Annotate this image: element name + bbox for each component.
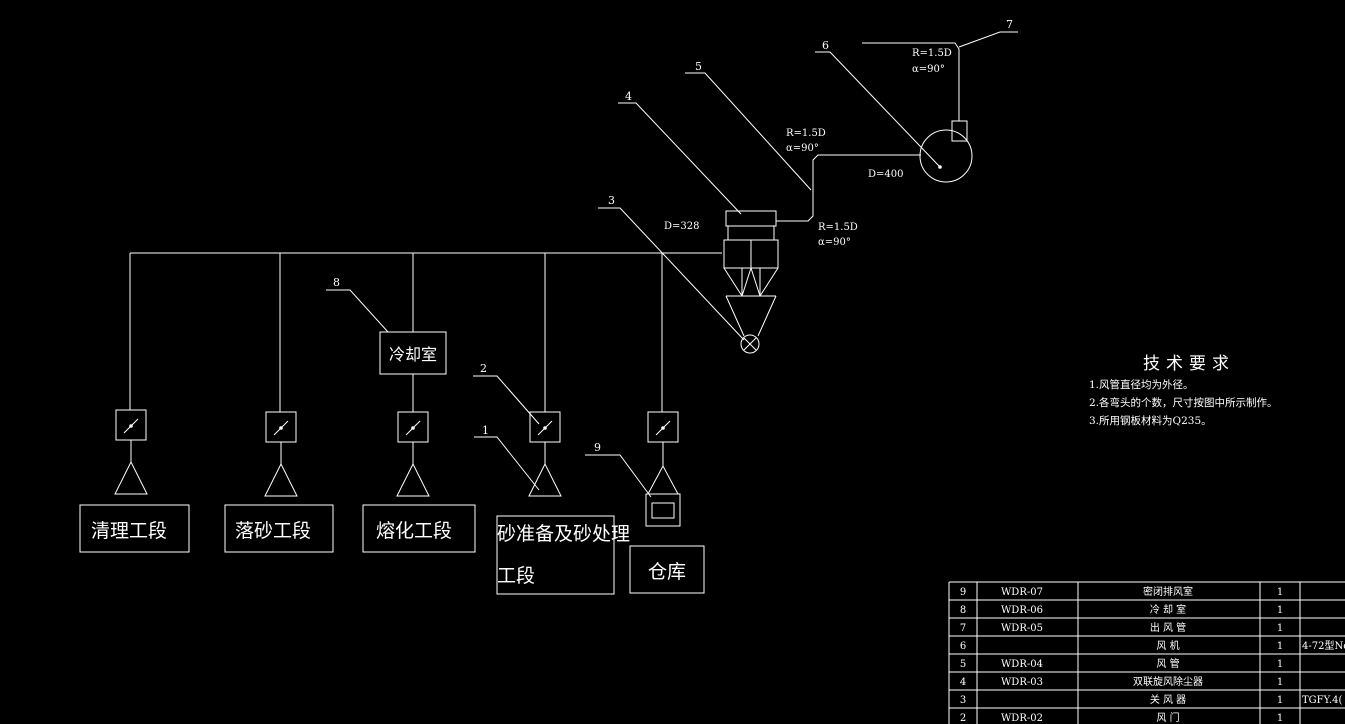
enclosed-exhaust-hood [647,464,679,495]
station-warehouse-label: 仓库 [648,561,686,583]
tech-req-item: 3.所用钢板材料为Q235。 [1089,414,1212,427]
row-no: 4 [960,677,966,688]
damper-valve [647,411,679,443]
damper-valve [529,411,561,443]
damper-valves [115,409,679,443]
row-name: 出 风 管 [1150,621,1186,634]
parts-table: 9 WDR-07 密闭排风室 1 8 WDR-06 冷 却 室 1 7 WDR-… [948,581,1345,724]
dim-bend-a-angle: α=90° [786,143,819,154]
tech-req-item: 1.风管直径均为外径。 [1089,378,1194,391]
row-code: WDR-05 [1001,623,1043,634]
table-row: 8 WDR-06 冷 却 室 1 [960,603,1283,616]
duct-network [129,252,722,412]
dim-d-main: D=328 [664,221,699,232]
row-code: WDR-07 [1001,587,1043,598]
row-qty: 1 [1277,713,1283,724]
station-melting-label: 熔化工段 [376,520,452,542]
callout-numbers: 2 1 8 9 3 4 5 6 7 [333,18,1013,454]
callout-9: 9 [594,441,601,454]
row-no: 3 [960,695,966,706]
hood [264,462,298,497]
row-spec: TGFY.4( [1302,695,1342,706]
fan [919,129,973,183]
table-row: 5 WDR-04 风 管 1 [960,657,1283,670]
row-qty: 1 [1277,677,1283,688]
row-qty: 1 [1277,695,1283,706]
callout-8: 8 [333,276,340,289]
table-row: 3 关 风 器 1 TGFY.4( [960,693,1343,706]
damper-valve [265,411,297,443]
station-boxes: 清理工段 落砂工段 熔化工段 砂准备及砂处理 工段 仓库 [79,504,705,595]
fan-duct [776,42,973,222]
row-no: 5 [960,659,966,670]
row-no: 2 [960,713,966,724]
row-name: 风 管 [1156,657,1179,670]
row-no: 7 [960,623,966,634]
table-row: 2 WDR-02 风 门 1 [960,711,1283,724]
table-row: 4 WDR-03 双联旋风除尘器 1 [960,675,1283,688]
row-qty: 1 [1277,587,1283,598]
row-name: 关 风 器 [1150,693,1186,706]
callout-leaders [326,31,1018,498]
hood [396,462,430,497]
row-name: 密闭排风室 [1143,585,1193,598]
dim-bend-c-radius: R=1.5D [912,48,952,59]
table-row: 7 WDR-05 出 风 管 1 [960,621,1283,634]
row-qty: 1 [1277,659,1283,670]
row-name: 风 门 [1156,711,1179,724]
row-qty: 1 [1277,641,1283,652]
cyclone-dust-collector [723,210,779,354]
callout-7: 7 [1006,18,1013,31]
station-cleaning-label: 清理工段 [91,520,167,542]
row-no: 9 [960,587,966,598]
row-no: 6 [960,641,966,652]
technical-requirements: 技术要求 1.风管直径均为外径。 2.各弯头的个数，尺寸按图中所示制作。 3.所… [1089,354,1278,427]
row-code: WDR-03 [1001,677,1043,688]
row-qty: 1 [1277,605,1283,616]
dim-bend-c-angle: α=90° [912,64,945,75]
table-row: 6 风 机 1 4-72型No. [960,639,1345,652]
station-shakeout-label: 落砂工段 [235,520,311,542]
dim-bend-b-angle: α=90° [818,237,851,248]
dim-bend-b-radius: R=1.5D [818,222,858,233]
damper-valve [115,409,147,441]
row-no: 8 [960,605,966,616]
row-code: WDR-04 [1001,659,1043,670]
damper-valve [397,411,429,443]
row-code: WDR-02 [1001,713,1043,724]
station-sand-label-line2: 工段 [497,565,535,587]
dimension-texts: D=328 D=400 R=1.5D α=90° R=1.5D α=90° R=… [664,48,952,248]
station-sand-label-line1: 砂准备及砂处理 [497,523,630,545]
tech-req-item: 2.各弯头的个数，尺寸按图中所示制作。 [1089,396,1278,409]
hood [528,462,562,497]
callout-2: 2 [480,362,487,375]
callout-1: 1 [482,424,489,437]
dim-d-fan: D=400 [868,169,903,180]
table-row: 9 WDR-07 密闭排风室 1 [960,585,1283,598]
row-name: 双联旋风除尘器 [1133,675,1203,688]
hood [114,460,148,495]
tech-req-title: 技术要求 [1143,354,1235,374]
row-code: WDR-06 [1001,605,1043,616]
row-qty: 1 [1277,623,1283,634]
cooling-room: 冷却室 [379,331,447,375]
row-spec: 4-72型No. [1302,639,1345,652]
callout-4: 4 [625,90,632,103]
exhaust-hoods [114,440,681,527]
callout-5: 5 [695,60,702,73]
cooling-room-label: 冷却室 [389,345,437,364]
dim-bend-a-radius: R=1.5D [786,128,826,139]
callout-3: 3 [608,194,615,207]
row-name: 冷 却 室 [1150,603,1186,616]
rotary-airlock [740,334,760,354]
callout-6: 6 [822,39,829,52]
row-name: 风 机 [1156,639,1179,652]
